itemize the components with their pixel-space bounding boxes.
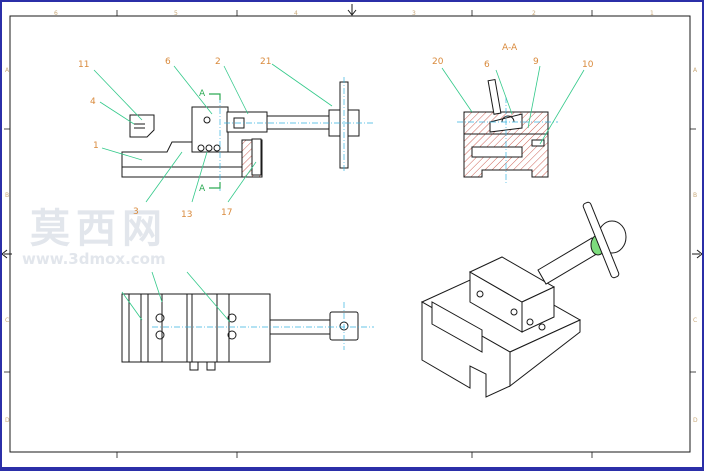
watermark-url: www.3dmox.com <box>22 250 166 268</box>
callouts: 11 6 2 21 4 1 3 13 17 20 6 9 10 <box>78 57 594 220</box>
callout-label: 11 <box>78 60 89 70</box>
top-centerlines <box>152 302 374 350</box>
iso-fixed-jaw <box>431 301 483 353</box>
section-mark-bottom: A <box>199 184 206 194</box>
zone-letter: C <box>5 317 9 324</box>
zone-letter: A <box>693 67 698 74</box>
front-view <box>121 81 360 178</box>
zone-number: 6 <box>54 10 58 17</box>
iso-handle-bar <box>582 201 620 279</box>
section-centerlines <box>457 97 558 184</box>
zone-letter: D <box>693 417 698 424</box>
callout-label: 3 <box>133 207 139 217</box>
zone-letter: B <box>693 192 697 199</box>
zone-letter: D <box>5 417 10 424</box>
zone-letter: B <box>5 192 9 199</box>
callout-label: 1 <box>93 141 99 151</box>
lead-screw <box>266 115 330 130</box>
zone-number: 2 <box>532 10 536 17</box>
zone-number: 3 <box>412 10 416 17</box>
callout-label: 17 <box>221 208 232 218</box>
top-view <box>121 293 359 371</box>
section-pin <box>487 78 502 115</box>
callout-label: 9 <box>533 57 539 67</box>
watermark: 莫西网 www.3dmox.com <box>22 206 168 268</box>
zone-number: 1 <box>650 10 654 17</box>
section-title: A-A <box>502 43 518 53</box>
section-mark-top: A <box>199 89 206 99</box>
zone-number: 5 <box>174 10 178 17</box>
top-body <box>121 293 271 363</box>
watermark-title: 莫西网 <box>30 206 168 252</box>
section-side-screw <box>531 139 545 147</box>
section-marks <box>209 93 221 189</box>
callout-label: 20 <box>432 57 444 67</box>
callout-label: 13 <box>181 210 192 220</box>
front-centerlines <box>219 77 374 192</box>
zone-letter: A <box>5 67 10 74</box>
zone-ticks <box>4 10 696 458</box>
leader-lines <box>93 63 585 323</box>
callout-label: 6 <box>165 57 171 67</box>
iso-view <box>420 201 627 398</box>
callout-label: 4 <box>90 97 96 107</box>
zone-number: 4 <box>294 10 298 17</box>
jaw-block <box>226 111 268 133</box>
drawing-border <box>9 15 691 453</box>
fixed-jaw <box>129 114 155 138</box>
set-screw <box>251 138 262 176</box>
zone-letter: C <box>693 317 697 324</box>
callout-label: 6 <box>484 60 490 70</box>
iso-base-side <box>509 319 581 388</box>
zone-numbers: 6 5 4 3 2 1 A B C D A B C D <box>5 10 698 424</box>
callout-label: 2 <box>215 57 221 67</box>
callout-label: 21 <box>260 57 271 67</box>
centering-arrows <box>1 4 703 259</box>
callout-label: 10 <box>582 60 594 70</box>
section-view <box>463 78 549 178</box>
